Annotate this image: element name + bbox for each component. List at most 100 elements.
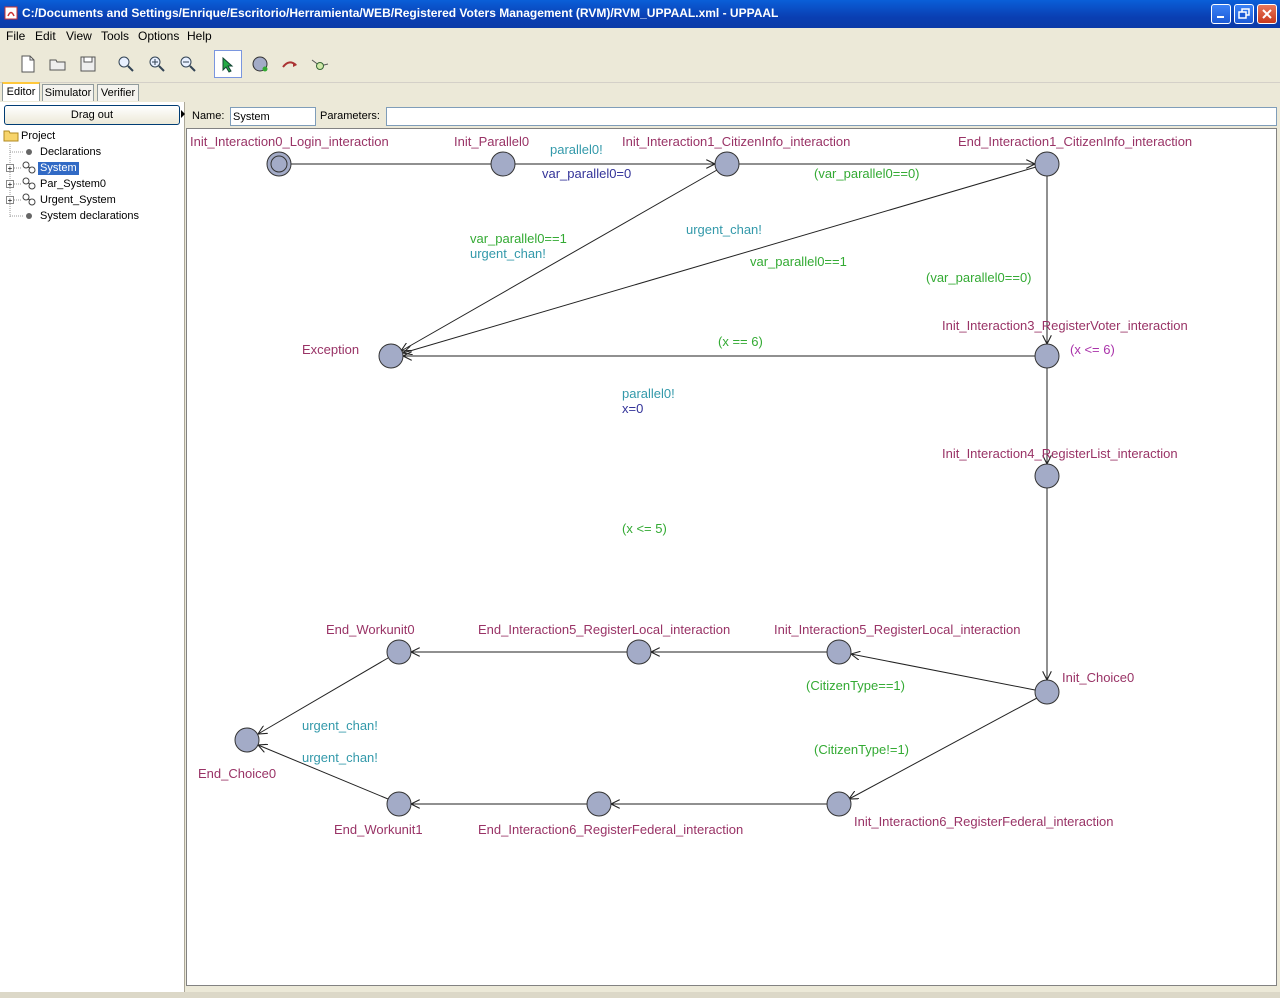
location-node-registerlist[interactable] — [1034, 463, 1060, 489]
project-folder-icon — [3, 130, 19, 142]
invariant-label: (x <= 6) — [1070, 342, 1115, 357]
name-input[interactable] — [230, 107, 316, 126]
location-label: End_Interaction1_CitizenInfo_interaction — [958, 134, 1193, 149]
drag-out-button[interactable]: Drag out — [4, 105, 180, 125]
zoom-out-icon — [180, 56, 196, 72]
zoom-in-button[interactable] — [143, 50, 171, 78]
zoom-in-icon — [149, 56, 165, 72]
location-node-endchoice[interactable] — [234, 727, 260, 753]
java-app-icon — [4, 6, 18, 20]
add-nail-icon — [311, 59, 329, 70]
title-bar: C:/Documents and Settings/Enrique/Escrit… — [0, 0, 1280, 28]
location-node-workunit1[interactable] — [386, 791, 412, 817]
tree-item-declarations[interactable]: Declarations — [40, 146, 102, 158]
add-nail-button[interactable] — [306, 50, 334, 78]
location-label: Init_Interaction1_CitizenInfo_interactio… — [622, 134, 851, 149]
new-button[interactable] — [14, 50, 42, 78]
tab-simulator[interactable]: Simulator — [42, 84, 94, 101]
location-node-registervoter[interactable] — [1034, 343, 1060, 369]
save-icon — [80, 56, 96, 72]
location-node-citizeninfo[interactable] — [714, 151, 740, 177]
menu-edit[interactable]: Edit — [35, 29, 56, 43]
location-node-end-local[interactable] — [626, 639, 652, 665]
tab-verifier[interactable]: Verifier — [97, 84, 139, 101]
minimize-button[interactable] — [1211, 4, 1231, 24]
edge-choice-to-federal[interactable] — [849, 697, 1038, 799]
location-node-federal[interactable] — [826, 791, 852, 817]
edge-sync-label: urgent_chan! — [470, 246, 546, 261]
edge-guard-label: var_parallel0==1 — [470, 231, 567, 246]
select-tool-button[interactable] — [214, 50, 242, 78]
edge-guard-label: (x <= 5) — [622, 521, 667, 536]
menu-options[interactable]: Options — [138, 29, 180, 43]
location-node-parallel[interactable] — [490, 151, 516, 177]
zoom-icon — [118, 56, 134, 72]
edge-endcitizen-to-exception[interactable] — [403, 166, 1037, 353]
location-node-end-federal[interactable] — [586, 791, 612, 817]
edge-sync-label: parallel0! — [622, 386, 675, 401]
template-icon — [22, 177, 36, 190]
menu-help[interactable]: Help — [187, 29, 212, 43]
tree-item-urgent-system[interactable]: Urgent_System — [40, 194, 116, 206]
edge-citizeninfo-to-exception[interactable] — [401, 169, 718, 351]
location-label: Init_Interaction6_RegisterFederal_intera… — [854, 814, 1114, 829]
tree-item-par-system0[interactable]: Par_System0 — [40, 178, 107, 190]
tree-root-project[interactable]: Project — [21, 130, 56, 142]
menu-tools[interactable]: Tools — [101, 29, 130, 43]
add-edge-icon — [282, 61, 297, 68]
save-button[interactable] — [74, 50, 102, 78]
edge-guard-label: (x == 6) — [718, 334, 763, 349]
parameters-input[interactable] — [386, 107, 1277, 126]
template-canvas[interactable]: Init_Interaction0_Login_interaction Init… — [186, 128, 1277, 986]
add-edge-button[interactable] — [276, 50, 304, 78]
location-node-workunit0[interactable] — [386, 639, 412, 665]
zoom-out-button[interactable] — [174, 50, 202, 78]
location-label: End_Workunit1 — [334, 822, 423, 837]
project-panel: Drag out Project Declarations + System +… — [0, 102, 185, 992]
location-node-choice[interactable] — [1034, 679, 1060, 705]
tree-item-system[interactable]: System — [38, 162, 79, 175]
tree-item-system-declarations[interactable]: System declarations — [40, 210, 140, 222]
location-node-login-inner — [270, 155, 288, 173]
edge-assign-label: var_parallel0=0 — [542, 166, 632, 181]
edge-choice-to-local[interactable] — [851, 654, 1036, 691]
expand-urgent-system-icon[interactable]: + — [6, 196, 14, 205]
location-node-end-citizeninfo[interactable] — [1034, 151, 1060, 177]
open-folder-icon — [49, 59, 66, 71]
edge-workunit0-to-endchoice[interactable] — [258, 657, 389, 734]
location-label: Init_Interaction0_Login_interaction — [190, 134, 389, 149]
zoom-button[interactable] — [112, 50, 140, 78]
minimize-icon — [1217, 16, 1224, 18]
edge-guard-label: (var_parallel0==0) — [926, 270, 1032, 285]
automaton-graph — [234, 151, 1060, 817]
collapse-arrow-icon[interactable] — [181, 110, 185, 118]
expand-system-icon[interactable]: + — [6, 164, 14, 173]
location-label: Exception — [302, 342, 360, 357]
edge-workunit1-to-endchoice[interactable] — [258, 745, 389, 800]
location-label: Init_Choice0 — [1062, 670, 1135, 685]
edge-sync-label: parallel0! — [550, 142, 603, 157]
location-node-exception[interactable] — [378, 343, 404, 369]
location-node-local[interactable] — [826, 639, 852, 665]
declarations-bullet-icon — [26, 149, 32, 155]
toolbar — [0, 46, 1280, 83]
close-button[interactable] — [1257, 4, 1277, 24]
system-declarations-bullet-icon — [26, 213, 32, 219]
location-label: End_Interaction5_RegisterLocal_interacti… — [478, 622, 731, 637]
menu-view[interactable]: View — [66, 29, 92, 43]
maximize-button[interactable] — [1234, 4, 1254, 24]
open-button[interactable] — [44, 50, 72, 78]
edge-sync-label: urgent_chan! — [302, 750, 378, 765]
edge-sync-label: urgent_chan! — [302, 718, 378, 733]
status-bar — [0, 992, 1280, 998]
edge-guard-label: (CitizenType!=1) — [814, 742, 910, 757]
parameters-label: Parameters: — [320, 110, 380, 122]
add-location-button[interactable] — [246, 50, 274, 78]
close-icon — [1262, 9, 1272, 19]
menu-file[interactable]: File — [6, 29, 26, 43]
expand-par-system0-icon[interactable]: + — [6, 180, 14, 189]
window-title: C:/Documents and Settings/Enrique/Escrit… — [22, 6, 779, 20]
edge-guard-label: (var_parallel0==0) — [814, 166, 920, 181]
tab-editor[interactable]: Editor — [2, 82, 40, 101]
template-form: Name: Parameters: — [186, 106, 1280, 128]
